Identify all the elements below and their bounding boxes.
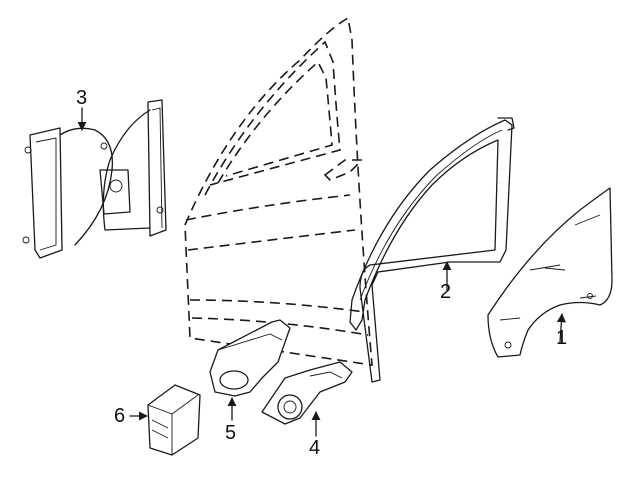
control-module-part	[129, 384, 201, 456]
window-regulator-part	[22, 99, 167, 259]
callout-6: 6	[114, 405, 126, 427]
glass-run-channel-part	[349, 117, 515, 383]
door-shell-outline	[184, 16, 373, 366]
callout-4: 4	[309, 437, 321, 459]
motor-bracket-part	[209, 319, 291, 421]
callout-1: 1	[556, 327, 568, 349]
callout-2: 2	[440, 281, 452, 303]
callout-3: 3	[76, 87, 88, 109]
window-motor-part	[261, 361, 353, 437]
door-glass-part	[487, 187, 613, 358]
callout-5: 5	[225, 422, 237, 444]
